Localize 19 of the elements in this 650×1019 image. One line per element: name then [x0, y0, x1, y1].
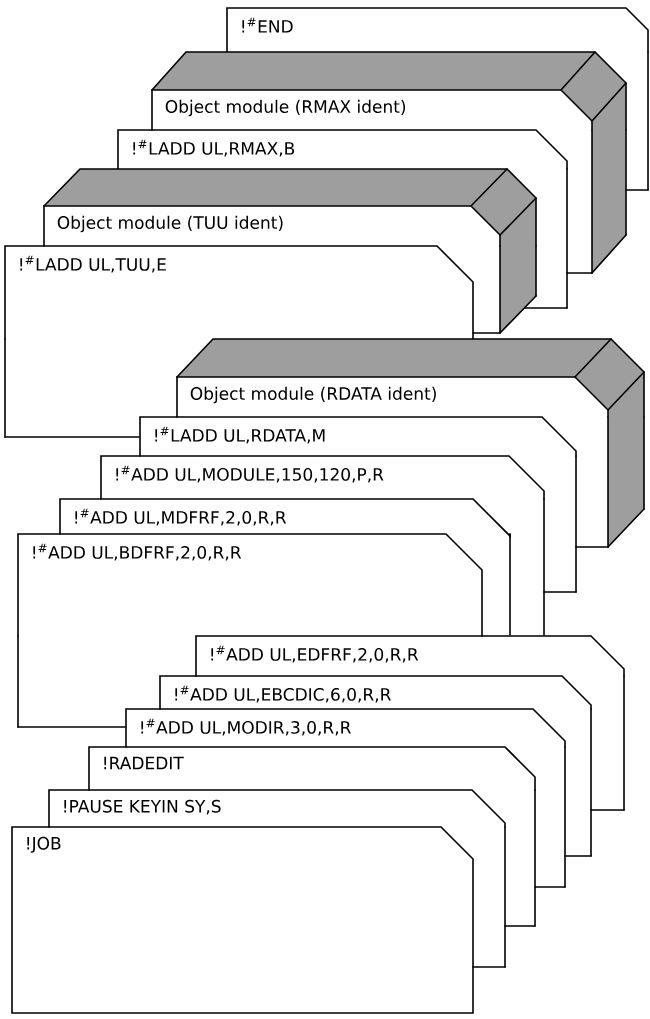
punch-card: !$^{#}$ADD UL,BDFRF,2,0,R,R [17, 533, 483, 637]
punch-card: !$^{#}$LADD UL,RMAX,B [117, 129, 568, 170]
punch-card: !RADEDIT [88, 746, 536, 791]
node-label: Object module (RDATA ident) [190, 386, 436, 404]
node-label: Object module (TUU ident) [57, 215, 283, 233]
punch-card: !JOB [11, 826, 474, 1014]
punch-card: !$^{#}$ADD UL,EDFRF,2,0,R,R [195, 635, 625, 677]
punch-card: !$^{#}$LADD UL,RDATA,M [139, 416, 577, 457]
card-deck: Object module (RDATA ident) [176, 338, 645, 418]
card-deck: Object module (TUU ident) [43, 168, 537, 247]
punch-card: !PAUSE KEYIN SY,S [48, 789, 506, 828]
punch-card: !$^{#}$ADD UL,MODIR,3,0,R,R [125, 708, 566, 748]
punch-card: !$^{#}$ADD UL,MODULE,150,120,P,R [100, 455, 545, 500]
punch-card: !$^{#}$ADD UL,MDFRF,2,0,R,R [59, 498, 511, 538]
card-deck: Object module (RMAX ident) [151, 51, 627, 131]
node-label: Object module (RMAX ident) [165, 99, 406, 117]
punch-card: !$^{#}$LADD UL,TUU,E [4, 245, 474, 340]
punch-card: !$^{#}$ADD UL,EBCDIC,6,0,R,R [159, 675, 592, 710]
punch-card: !$^{#}$END [226, 7, 649, 53]
